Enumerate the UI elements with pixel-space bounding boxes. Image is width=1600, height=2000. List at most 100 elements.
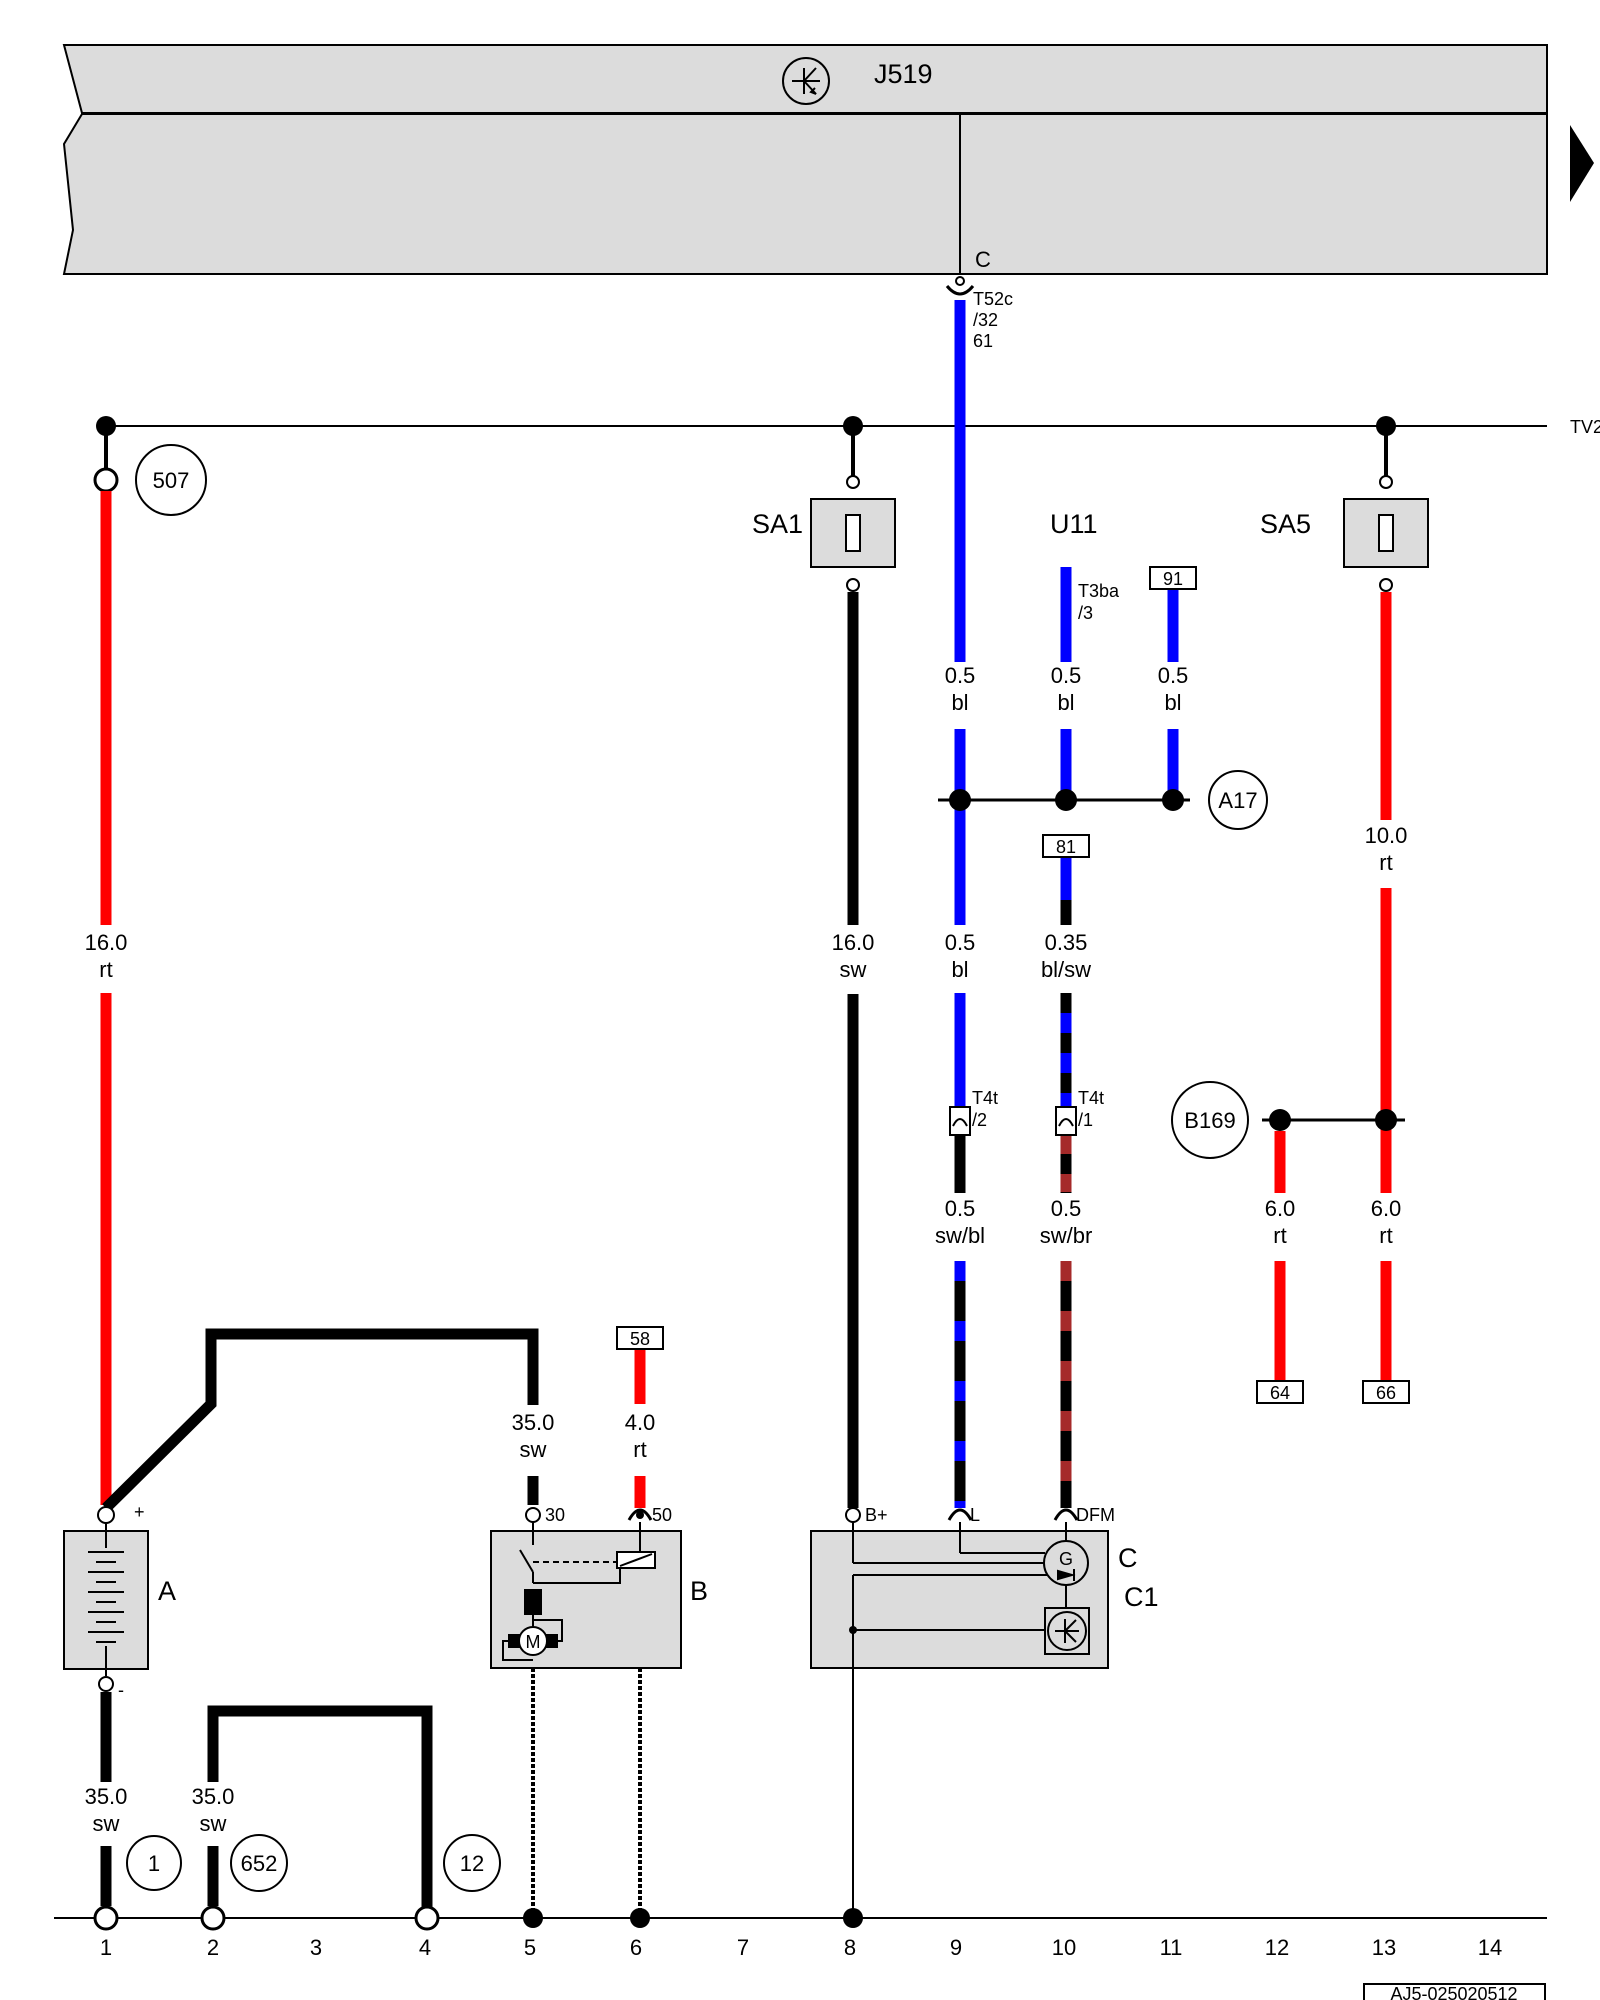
t4t-1-symbol (1058, 1118, 1074, 1127)
wire-w13b-color: rt (1379, 1223, 1392, 1248)
splice-node-11 (1162, 789, 1184, 811)
battery-cells-icon (88, 1523, 124, 1676)
u11-label: U11 (1050, 509, 1098, 539)
splice-node-13 (1375, 1109, 1397, 1131)
starter-pin50-dot (636, 1511, 644, 1519)
wire-w12-color: rt (1273, 1223, 1286, 1248)
ground-terminal-4 (414, 1905, 440, 1931)
wire-w6-size: 4.0 (625, 1410, 656, 1435)
wire-w9a-size: 0.5 (945, 663, 976, 688)
starter-internals (502, 1522, 656, 1661)
splice-node-9 (949, 789, 971, 811)
col-num: 2 (207, 1935, 219, 1960)
starter-pin30-terminal (525, 1507, 541, 1523)
t4t-1-pin: /1 (1078, 1110, 1093, 1130)
fuse-sa5-label: SA5 (1260, 509, 1311, 539)
battery-minus: - (118, 1680, 124, 1700)
fuse-sa5-element (1378, 514, 1394, 552)
ref-box-64 (1256, 1380, 1304, 1404)
svg-text:B169: B169 (1184, 1108, 1235, 1133)
wire-w5-color: sw (520, 1437, 547, 1462)
col-num: 11 (1160, 1935, 1183, 1960)
svg-text:507: 507 (153, 468, 190, 493)
u11-conn1: T3ba (1078, 581, 1120, 601)
wire-w9b-size: 0.5 (945, 930, 976, 955)
wire-w9a-color: bl (951, 690, 968, 715)
ref-91-text: 91 (1163, 569, 1183, 589)
alt-gen-symbol: G (1059, 1549, 1073, 1569)
t52c-pin (955, 276, 965, 286)
battery-plus-terminal (97, 1506, 115, 1524)
col-num: 12 (1265, 1935, 1289, 1960)
doc-id-box (1363, 1983, 1546, 2000)
wire-w1-size: 16.0 (85, 930, 128, 955)
junction-1: 1 (126, 1835, 182, 1891)
wire-w13a-color: rt (1379, 850, 1392, 875)
svg-text:652: 652 (241, 1851, 278, 1876)
t4t-2-pin: /2 (972, 1110, 987, 1130)
alt-pin-dfm: DFM (1076, 1505, 1115, 1525)
wire-w13a-size: 10.0 (1365, 823, 1408, 848)
fuse-sa1-label: SA1 (752, 509, 803, 539)
junction-a17: A17 (1208, 770, 1268, 830)
t52c-line2: /32 (973, 310, 998, 330)
ref-box-91 (1149, 566, 1197, 590)
col-num: 4 (419, 1935, 431, 1960)
starter-pin50-connector (627, 1508, 653, 1521)
t52c-line1: T52c (973, 289, 1013, 309)
t52c-line3: 61 (973, 331, 993, 351)
col-num: 8 (844, 1935, 856, 1960)
col-num: 14 (1478, 1935, 1502, 1960)
col-num: 1 (100, 1935, 112, 1960)
alt-pin-bplus: B+ (865, 1505, 888, 1525)
wire-w8-color: sw (840, 957, 867, 982)
cu-terminal-label: C (975, 247, 991, 272)
ref-58-text: 58 (630, 1329, 650, 1349)
starter-label: B (690, 1576, 708, 1606)
wire-ground-bridge (207, 1705, 433, 1907)
starter-pin30: 30 (545, 1505, 565, 1525)
ref-64-text: 64 (1270, 1383, 1290, 1403)
fuse-sa1-element (845, 514, 861, 552)
continue-arrow-icon[interactable] (1570, 125, 1594, 202)
t52c-connector (945, 285, 975, 296)
alt-dfm-connector (1053, 1508, 1079, 1521)
ref-box-58 (616, 1326, 664, 1350)
sa1-bottom-terminal (846, 578, 860, 592)
svg-text:12: 12 (460, 1851, 484, 1876)
battery-minus-terminal (98, 1676, 114, 1692)
ref-box-81 (1042, 834, 1090, 858)
ref-66-text: 66 (1376, 1383, 1396, 1403)
t4t-2-symbol (952, 1118, 968, 1127)
wire-w9b-color: bl (951, 957, 968, 982)
control-unit-name: J519 (874, 59, 933, 89)
alternator-label-c: C (1118, 1543, 1138, 1573)
wire-w9c-size: 0.5 (945, 1196, 976, 1221)
wire-battery-bridge (102, 1328, 539, 1512)
t4t-connector-2 (949, 1106, 971, 1136)
regulator-icon (1047, 1611, 1087, 1651)
bus-label: TV2 (1570, 417, 1600, 437)
sa5-top-terminal (1379, 475, 1393, 489)
wire-w5-size: 35.0 (512, 1410, 555, 1435)
alternator-label-c1: C1 (1124, 1582, 1159, 1612)
t4t-1-name: T4t (1078, 1088, 1104, 1108)
wire-w10c-color: sw/br (1040, 1223, 1093, 1248)
battery-plus: + (134, 1502, 145, 1522)
svg-text:A17: A17 (1218, 788, 1257, 813)
col-num: 10 (1052, 1935, 1076, 1960)
col-num: 6 (630, 1935, 642, 1960)
alt-internal-node (849, 1626, 857, 1634)
wire-w1b-size: 35.0 (85, 1784, 128, 1809)
col-num: 7 (737, 1935, 749, 1960)
junction-507: 507 (135, 444, 207, 516)
sa1-top-terminal (846, 475, 860, 489)
electronic-control-icon (782, 57, 830, 105)
control-unit-body (62, 113, 1548, 275)
splice-node-12 (1269, 1109, 1291, 1131)
wire-w13b-size: 6.0 (1371, 1196, 1402, 1221)
wire-w1-color: rt (99, 957, 112, 982)
wire-w10a-size: 0.5 (1051, 663, 1082, 688)
